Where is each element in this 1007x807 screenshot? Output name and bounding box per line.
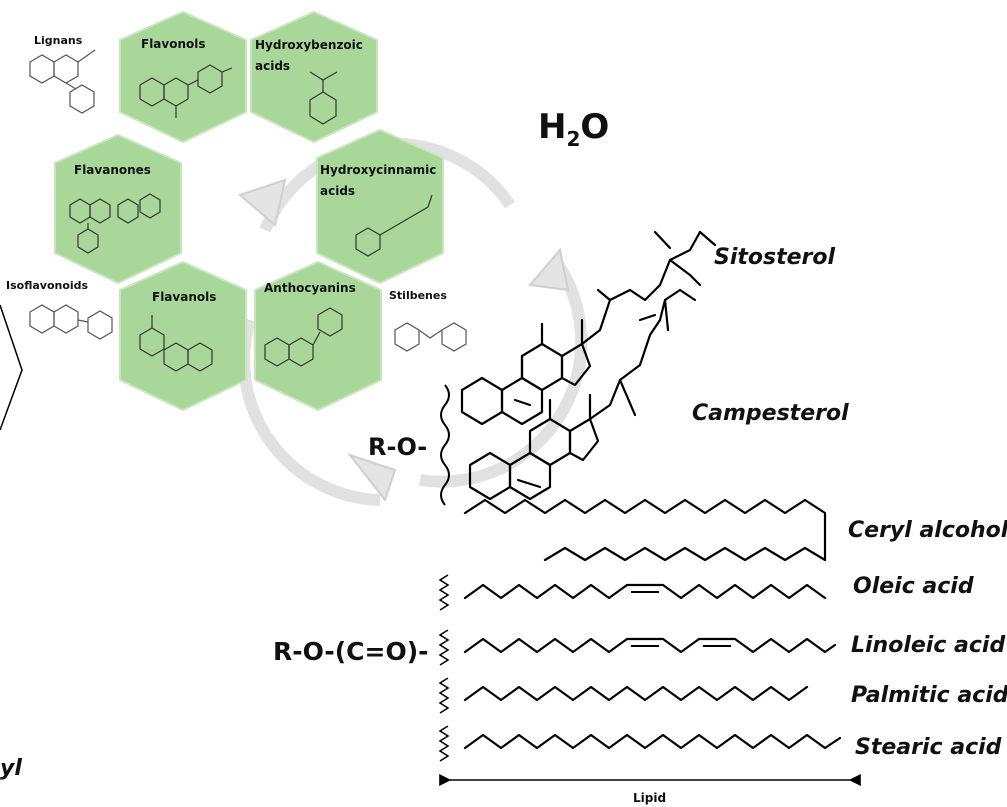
recycle-arrowheads — [238, 178, 570, 503]
label-hydroxycinnamic-1: Hydroxycinnamic — [320, 163, 436, 177]
label-palmitic-acid: Palmitic acid — [851, 683, 1007, 708]
oleic-chain — [463, 583, 827, 600]
label-hydroxybenzoic-2: acids — [255, 59, 290, 73]
label-isoflavonoids: Isoflavonoids — [6, 279, 89, 292]
label-hydroxycinnamic-2: acids — [320, 184, 355, 198]
water-formula: H2O — [538, 107, 609, 151]
campesterol-structure — [468, 288, 697, 501]
label-flavonols: Flavonols — [141, 37, 206, 51]
label-oleic-acid: Oleic acid — [853, 574, 974, 599]
label-stearic-acid: Stearic acid — [855, 735, 1002, 760]
label-campesterol: Campesterol — [692, 401, 849, 426]
hexagon-hydroxybenzoic — [250, 10, 378, 144]
label-flavanones: Flavanones — [74, 163, 151, 177]
flavanone-structure — [69, 193, 161, 254]
hexagon-hydroxycinnamic — [316, 128, 444, 285]
label-lipid-axis: Lipid — [633, 791, 666, 805]
label-sitosterol: Sitosterol — [714, 245, 836, 270]
ester-wavy-bonds — [438, 574, 450, 762]
label-anthocyanins: Anthocyanins — [264, 281, 356, 295]
left-bracket — [0, 304, 23, 431]
ether-wavy-bond — [440, 384, 450, 506]
stearic-chain — [463, 733, 842, 750]
hydroxybenzoic-structure — [309, 71, 338, 125]
label-ether-group: R-O- — [368, 433, 427, 461]
label-lignans: Lignans — [34, 34, 83, 47]
hydroxycinnamic-structure — [355, 194, 433, 257]
flavonol-structure — [139, 64, 233, 118]
label-stilbenes: Stilbenes — [389, 289, 447, 302]
label-hydroxybenzoic-1: Hydroxybenzoic — [255, 38, 363, 52]
palmitic-chain — [463, 685, 809, 702]
label-ester-group: R-O-(C=O)- — [273, 637, 429, 666]
hexagon-flavanols — [119, 260, 247, 412]
isoflavonoid-structure — [29, 304, 113, 340]
sitosterol-structure — [460, 230, 717, 426]
hexagon-flavonols — [119, 10, 247, 144]
lignan-structure — [29, 49, 96, 114]
flavanol-structure — [139, 315, 213, 372]
cutoff-text: yl — [0, 756, 22, 781]
stilbene-structure — [394, 322, 467, 352]
label-ceryl-alcohol: Ceryl alcohol — [848, 518, 1007, 543]
label-flavanols: Flavanols — [152, 290, 216, 304]
ceryl-alcohol-chain — [463, 498, 827, 562]
anthocyanin-structure — [264, 307, 343, 367]
linoleic-chain — [463, 637, 837, 654]
label-linoleic-acid: Linoleic acid — [851, 633, 1005, 658]
